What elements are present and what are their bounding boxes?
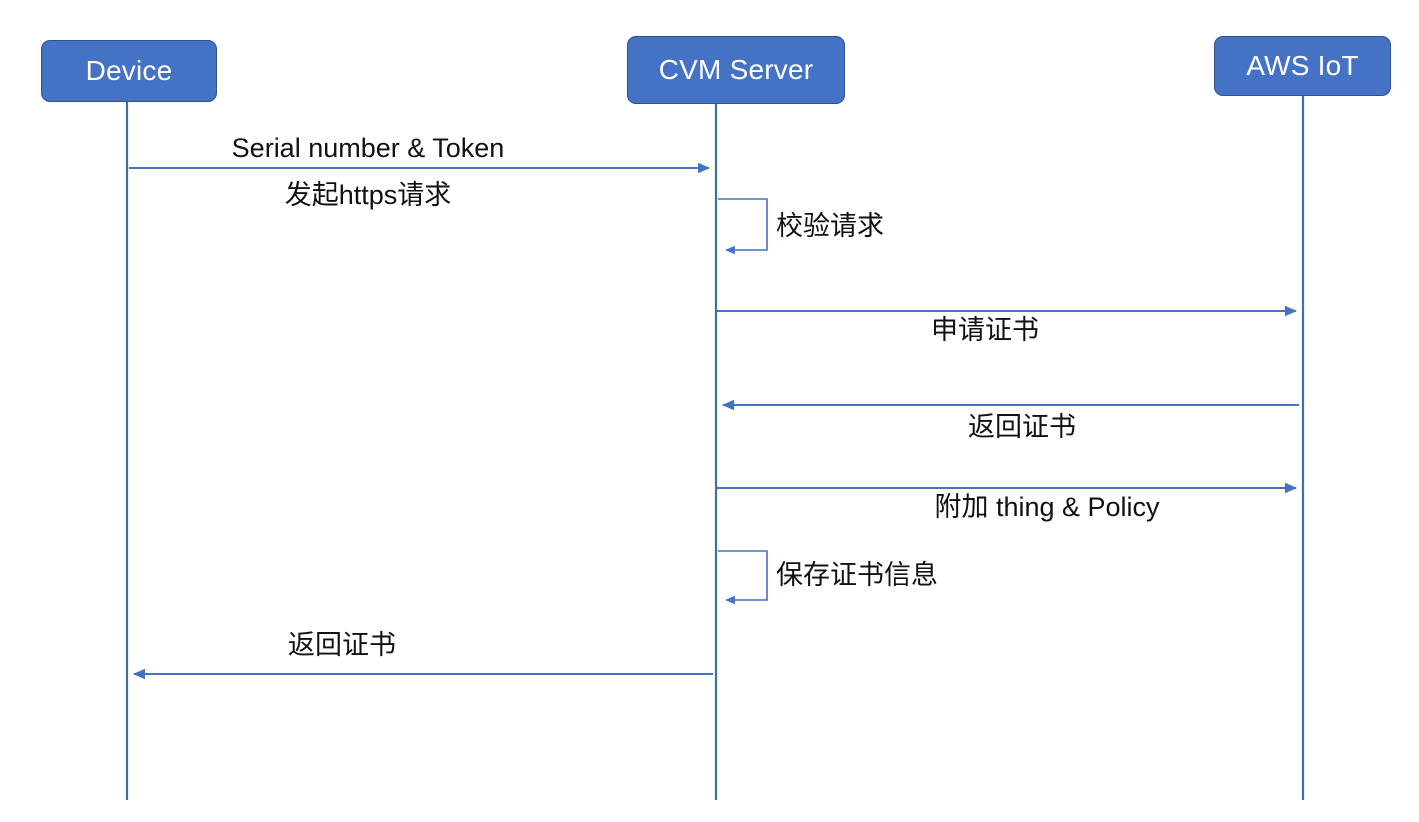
message-label-return-certificate-aws: 返回证书 [968, 412, 1076, 442]
message-label-attach-thing-policy: 附加 thing & Policy [934, 492, 1160, 522]
participant-label-device: Device [85, 55, 173, 86]
participant-label-cvm-server: CVM Server [658, 54, 814, 85]
participant-box-device[interactable]: Device [41, 40, 217, 102]
message-label-verify-request: 校验请求 [776, 211, 884, 241]
participant-box-cvm-server[interactable]: CVM Server [627, 36, 845, 104]
message-label-initiate-https-request: 发起https请求 [284, 180, 452, 210]
message-label-apply-certificate: 申请证书 [931, 315, 1039, 345]
message-label-serial-number-token: Serial number & Token [231, 133, 505, 163]
self-message-arrow-save-certificate-info [718, 550, 768, 605]
message-label-save-certificate-info: 保存证书信息 [776, 560, 938, 590]
lifelines-group [125, 96, 1305, 800]
message-label-return-certificate-device: 返回证书 [288, 630, 396, 660]
participant-box-aws-iot[interactable]: AWS IoT [1214, 36, 1391, 96]
participant-label-aws-iot: AWS IoT [1246, 50, 1359, 81]
self-message-arrow-verify-request [718, 198, 768, 255]
